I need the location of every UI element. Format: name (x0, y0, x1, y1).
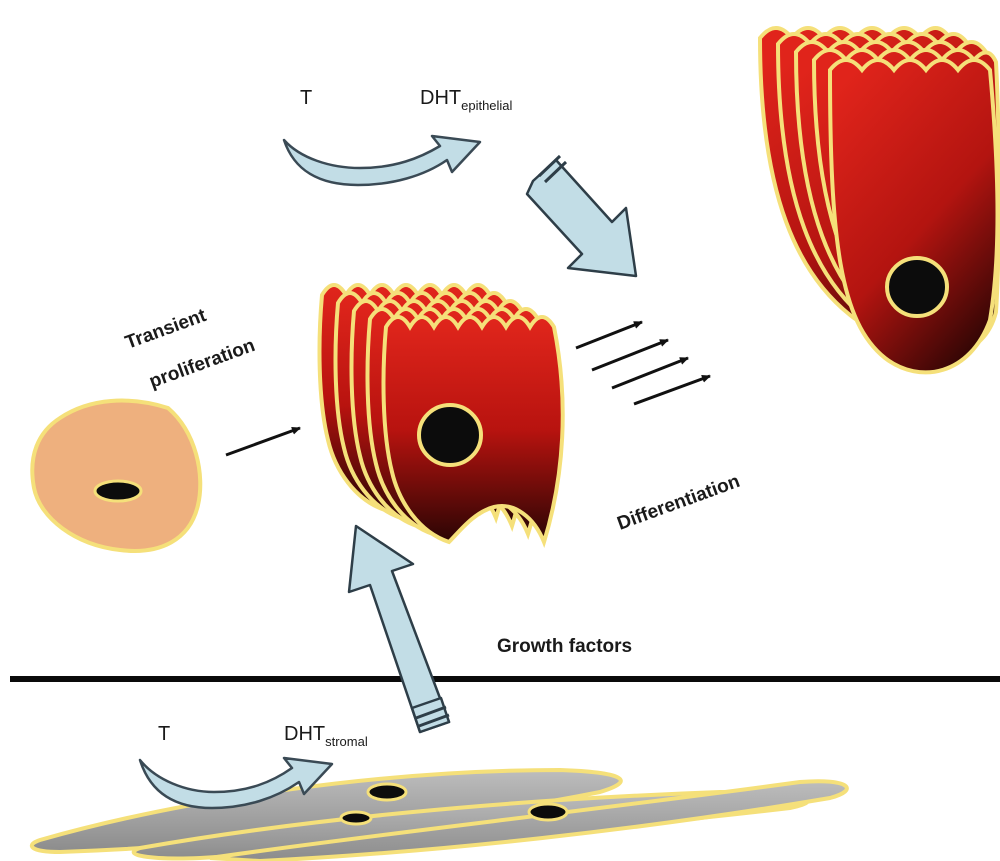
label-t-top: T (300, 87, 312, 109)
tall-cell-5 (830, 60, 998, 372)
stromal-nucleus-2 (341, 812, 371, 824)
differentiation-arrows (576, 322, 710, 404)
stromal-nucleus-3 (529, 804, 567, 820)
block-arrow-icon (349, 526, 449, 732)
dht-top-base: DHT (420, 87, 461, 109)
label-dht-epithelial: DHTepithelial (420, 87, 513, 113)
dht-bottom-sub: stromal (325, 734, 368, 749)
diff-arrow-2 (592, 340, 668, 370)
dht-bottom-base: DHT (284, 723, 325, 745)
block-arrow-icon (527, 156, 636, 276)
label-t-bottom: T (158, 723, 170, 745)
curved-arrow-icon (284, 136, 480, 185)
label-growth-factors: Growth factors (497, 636, 632, 657)
diff-arrow-4 (634, 376, 710, 404)
nucleus-mid-cell (419, 405, 481, 465)
basement-membrane (10, 676, 1000, 682)
dht-top-sub: epithelial (461, 98, 512, 113)
basal-nucleus (95, 481, 141, 501)
label-dht-stromal: DHTstromal (284, 723, 368, 749)
nucleus-tall-cell (887, 258, 947, 316)
label-differentiation: Differentiation (615, 471, 743, 535)
basal-cell (32, 401, 200, 551)
proliferation-arrow (226, 428, 300, 455)
proliferating-cell-stack (320, 285, 563, 542)
stromal-nucleus-1 (368, 784, 406, 800)
diff-arrow-3 (612, 358, 688, 388)
differentiated-cell-stack (760, 28, 999, 372)
diff-arrow-1 (576, 322, 642, 348)
label-proliferation: proliferation (147, 335, 258, 393)
label-transient: Transient (123, 305, 210, 354)
